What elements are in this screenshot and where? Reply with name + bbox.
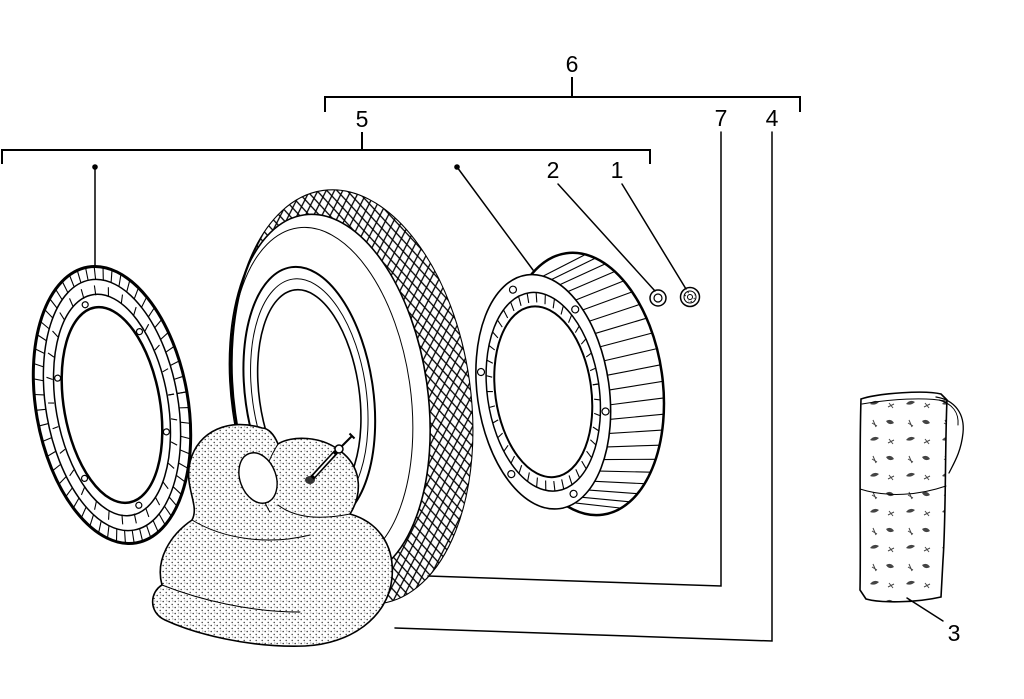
callout-label-4: 4 [766, 105, 779, 131]
leader-to-inner-rim [456, 166, 534, 271]
bag-body [859, 391, 948, 603]
bag-wire [935, 396, 964, 474]
tube-curl-opening [238, 452, 278, 504]
rim-opening [493, 305, 594, 479]
callout-label-5: 5 [356, 106, 369, 132]
repair-kit-bag [859, 391, 964, 603]
bag-flap-line [859, 485, 947, 495]
rim-hatch-band [33, 266, 191, 544]
rim-inner-hatch [485, 292, 601, 492]
callout-label-1: 1 [611, 157, 624, 183]
rim-rivet-holes [54, 301, 170, 509]
bracket-group-5 [1, 149, 651, 164]
tube-valve [305, 432, 356, 484]
leader-7 [427, 131, 722, 587]
rim-half-inner [475, 251, 666, 517]
leader-4 [394, 131, 773, 642]
leader-2 [557, 183, 656, 292]
rim-drum-hatch [542, 253, 664, 509]
rim-tick-band [46, 285, 178, 525]
rim-opening [60, 305, 164, 505]
rim-bolt-holes [476, 285, 610, 498]
tube-fold-line [191, 519, 311, 541]
tube-fold-line [277, 504, 351, 518]
bracket-group-6 [324, 96, 801, 112]
callout-label-6: 6 [566, 51, 579, 77]
rim-half-outer [31, 264, 193, 546]
inner-tube [151, 423, 394, 647]
callout-label-3: 3 [948, 620, 961, 646]
lock-washer-part-1 [679, 286, 701, 308]
valve-nut-part-2 [649, 289, 667, 307]
leader-1 [621, 183, 687, 290]
tube-fold-line [161, 584, 301, 613]
callout-label-2: 2 [547, 157, 560, 183]
callout-label-7: 7 [715, 105, 728, 131]
leader-3 [906, 597, 944, 622]
inner-tube-body [151, 423, 394, 647]
bag-wire [938, 399, 959, 426]
callouts: 6 5 7 4 2 1 3 [1, 51, 961, 646]
valve-cap [334, 444, 344, 454]
